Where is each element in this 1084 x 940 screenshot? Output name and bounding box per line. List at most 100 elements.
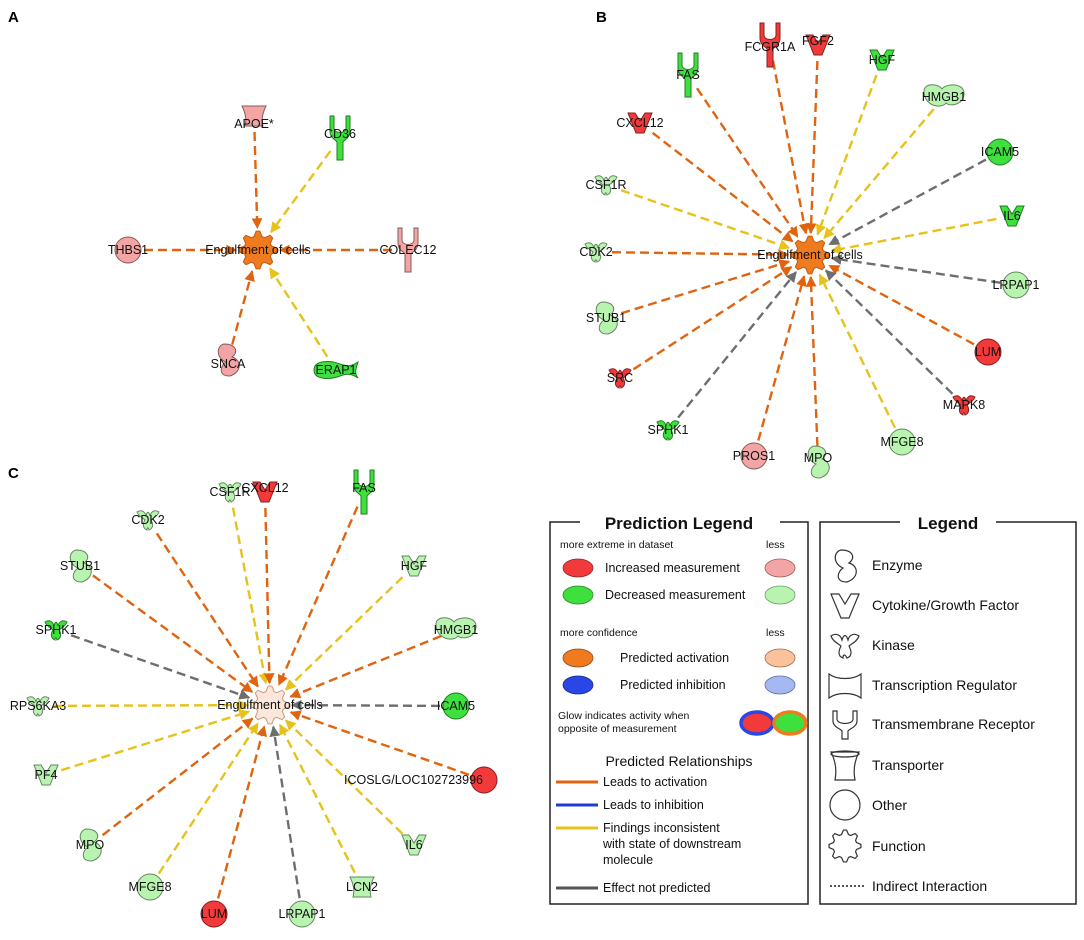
node-label: APOE* bbox=[234, 117, 274, 131]
transporter-shape-icon bbox=[830, 750, 860, 781]
node-label: LRPAP1 bbox=[992, 278, 1039, 292]
node-label: CXCL12 bbox=[241, 481, 288, 495]
node-label: MFGE8 bbox=[880, 435, 923, 449]
confidence-header: more confidence bbox=[560, 627, 638, 639]
edge bbox=[101, 717, 254, 837]
edge bbox=[696, 87, 799, 238]
edge bbox=[830, 254, 1001, 284]
node-colec12: COLEC12 bbox=[380, 227, 437, 273]
prediction-legend: Prediction Legend more extreme in datase… bbox=[549, 512, 809, 905]
node-label: COLEC12 bbox=[380, 243, 437, 257]
cytokine-shape-icon bbox=[830, 593, 860, 619]
node-thbs1: THBS1 bbox=[108, 236, 148, 264]
enzyme-shape bbox=[69, 549, 92, 583]
node-label: PF4 bbox=[35, 768, 58, 782]
transcription-regulator-shape-icon bbox=[828, 672, 862, 700]
cytokine-legend-label: Cytokine/Growth Factor bbox=[872, 597, 1019, 613]
edge bbox=[251, 131, 263, 230]
node-label: CSF1R bbox=[586, 178, 627, 192]
function-label: Engulfment of cells bbox=[757, 248, 863, 262]
node-il6: IL6 bbox=[999, 205, 1025, 227]
receptor-shape bbox=[397, 227, 419, 273]
node-src: SRC bbox=[607, 368, 633, 389]
node-apoe-: APOE* bbox=[234, 105, 274, 131]
panel-letter-c: C bbox=[8, 465, 19, 482]
node-sphk1: SPHK1 bbox=[36, 620, 77, 641]
inhibition-strong-swatch bbox=[562, 675, 594, 695]
node-fgf2: FGF2 bbox=[802, 34, 834, 56]
edge bbox=[771, 60, 810, 235]
node-label: HGF bbox=[869, 53, 896, 67]
edge bbox=[289, 634, 442, 699]
node-cdk2: CDK2 bbox=[131, 510, 165, 531]
inconsistent-label-line2: with state of downstream bbox=[602, 837, 741, 851]
node-label: FCGR1A bbox=[745, 40, 796, 54]
cytokine-shape bbox=[33, 764, 59, 786]
leads-activation-label: Leads to activation bbox=[603, 775, 707, 789]
transcription-legend-label: Transcription Regulator bbox=[872, 677, 1017, 693]
cytokine-shape bbox=[401, 555, 427, 577]
node-erap1: ERAP1 bbox=[313, 360, 359, 379]
function-shape-icon bbox=[828, 829, 862, 863]
edge bbox=[60, 709, 251, 772]
node-label: PROS1 bbox=[733, 449, 775, 463]
activation-strong-swatch bbox=[562, 648, 594, 668]
node-label: IL6 bbox=[1003, 209, 1020, 223]
node-label: MFGE8 bbox=[128, 880, 171, 894]
other-shape bbox=[136, 873, 164, 901]
edge bbox=[70, 634, 251, 700]
node-mapk8: MAPK8 bbox=[943, 395, 985, 416]
node-label: MPO bbox=[804, 451, 833, 465]
shape-legend-title-bg bbox=[900, 512, 996, 534]
indirect-legend-label: Indirect Interaction bbox=[872, 878, 987, 894]
node-label: FAS bbox=[352, 481, 376, 495]
decreased-strong-swatch bbox=[562, 585, 594, 605]
glow-note-line1: Glow indicates activity when bbox=[558, 710, 689, 722]
edge bbox=[53, 699, 250, 711]
increased-light-swatch bbox=[764, 558, 796, 578]
cytokine-shape bbox=[869, 49, 895, 71]
node-pf4: PF4 bbox=[33, 764, 59, 786]
node-fas: FAS bbox=[352, 469, 376, 515]
node-label: LUM bbox=[975, 345, 1001, 359]
kinase-shape bbox=[608, 368, 632, 389]
transporter-shape bbox=[349, 876, 375, 898]
other-legend-label: Other bbox=[872, 797, 907, 813]
node-lrpap1: LRPAP1 bbox=[992, 271, 1040, 299]
edge bbox=[611, 249, 790, 260]
other-shape bbox=[288, 900, 316, 928]
activation-label: Predicted activation bbox=[620, 651, 729, 665]
node-label: RPS6KA3 bbox=[10, 699, 66, 713]
node-il6: IL6 bbox=[401, 834, 427, 856]
shape-legend: Legend Enzyme Cytokine/Growth Factor Kin… bbox=[819, 512, 1077, 905]
edge bbox=[818, 273, 896, 429]
node-label: MPO bbox=[76, 838, 105, 852]
cytokine-shape bbox=[252, 481, 278, 503]
kinase-shape bbox=[218, 482, 242, 503]
edge bbox=[231, 507, 270, 685]
transporter-shape bbox=[241, 105, 267, 127]
node-label: STUB1 bbox=[60, 559, 100, 573]
cytokine-shape bbox=[999, 205, 1025, 227]
peptidase-shape bbox=[313, 360, 359, 379]
node-label: CSF1R bbox=[210, 485, 251, 499]
shape-legend-box bbox=[819, 521, 1077, 905]
node-fas: FAS bbox=[676, 52, 700, 98]
enzyme-shape bbox=[217, 343, 240, 377]
node-label: HMGB1 bbox=[434, 623, 479, 637]
node-cdk2: CDK2 bbox=[579, 242, 613, 263]
node-stub1: STUB1 bbox=[586, 301, 626, 335]
node-label: ICAM5 bbox=[437, 699, 475, 713]
enzyme-shape bbox=[79, 828, 102, 862]
node-hgf: HGF bbox=[869, 49, 896, 71]
tr-shape bbox=[923, 84, 965, 107]
kinase-shape bbox=[26, 696, 50, 717]
enzyme-shape bbox=[807, 445, 830, 479]
edge bbox=[269, 725, 301, 899]
activation-light-swatch bbox=[764, 648, 796, 668]
node-label: CXCL12 bbox=[616, 116, 663, 130]
kinase-shape bbox=[44, 620, 68, 641]
